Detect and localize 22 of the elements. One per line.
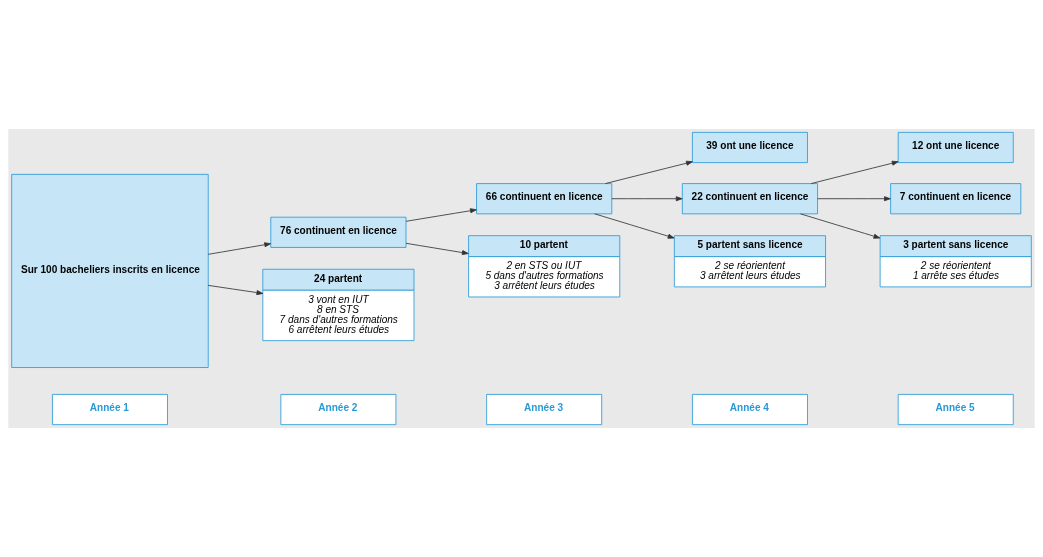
node-box: Sur 100 bacheliers inscrits en licence [11, 173, 209, 368]
arrow [207, 284, 264, 296]
node-box: 66 continuent en licence [476, 183, 613, 215]
arrow [810, 160, 899, 184]
arrow [817, 196, 891, 202]
node-box: Année 2 [280, 393, 397, 426]
node-box: 39 ont une licence [692, 131, 808, 163]
arrow [594, 213, 675, 239]
node-box: 12 ont une licence [897, 131, 1014, 163]
arrow [611, 196, 683, 202]
node-box: 7 continuent en licence [890, 183, 1022, 215]
node-box: Année 3 [486, 393, 603, 426]
arrow [405, 208, 477, 222]
arrow [800, 213, 881, 239]
node-box: Année 1 [52, 393, 168, 426]
node-box: 76 continuent en licence [270, 216, 407, 248]
node-box: 22 continuent en licence [681, 183, 818, 215]
arrow [207, 242, 271, 255]
node-box: Année 5 [897, 393, 1014, 426]
node-box: Année 4 [692, 393, 808, 426]
arrow [405, 242, 469, 256]
arrow [605, 160, 693, 184]
